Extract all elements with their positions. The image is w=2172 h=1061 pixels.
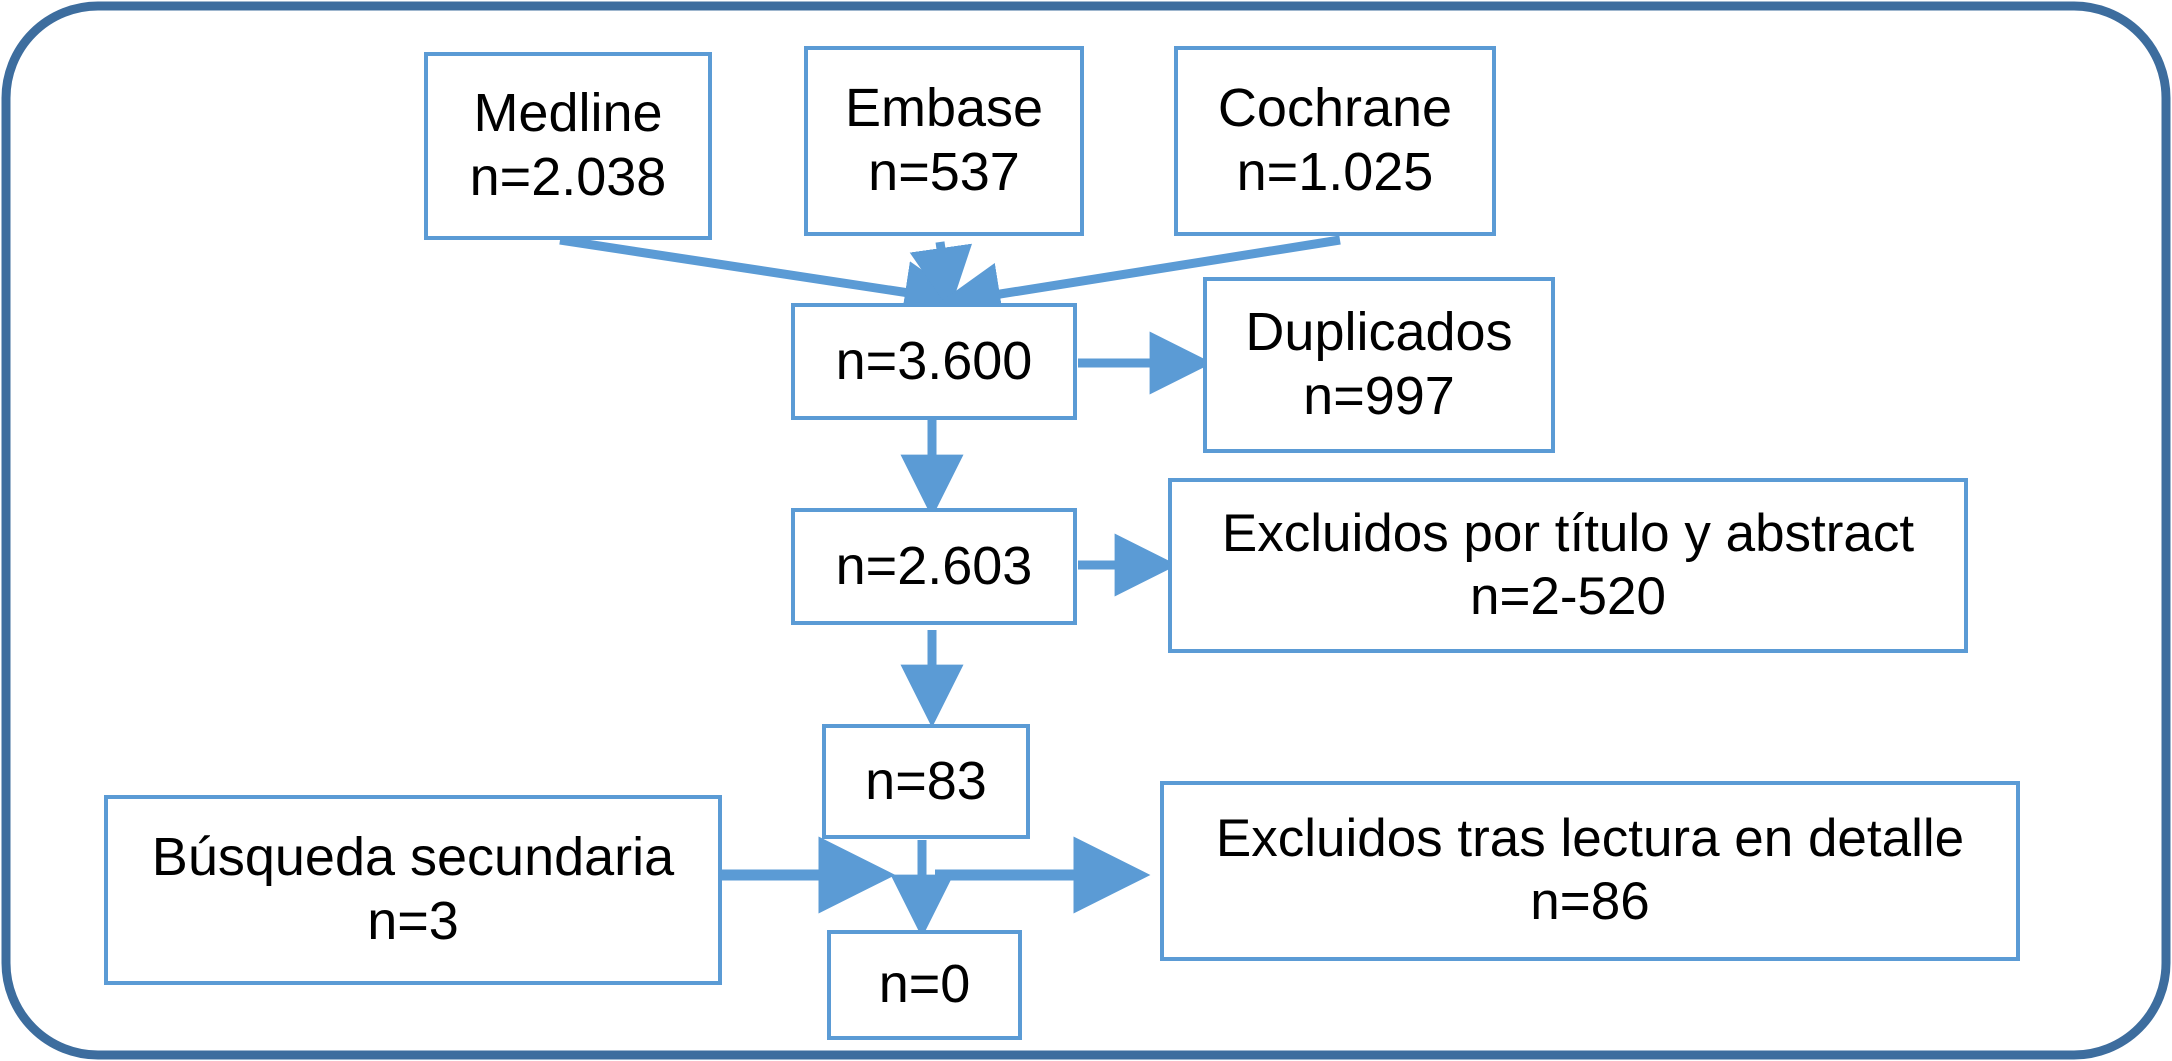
node-included-count: n=0 — [878, 954, 971, 1015]
node-embase-count: n=537 — [868, 142, 1020, 202]
edge-medline-identified — [559, 235, 968, 324]
node-excluded-fulltext-count: n=86 — [1530, 872, 1650, 931]
node-duplicates[interactable]: Duplicados n=997 — [1203, 277, 1555, 453]
node-cochrane[interactable]: Cochrane n=1.025 — [1174, 46, 1496, 236]
node-excluded-title-abstract-label: Excluidos por título y abstract — [1221, 503, 1915, 563]
node-cochrane-label: Cochrane — [1217, 78, 1453, 139]
node-cochrane-count: n=1.025 — [1236, 142, 1434, 202]
node-secondary-search-count: n=3 — [367, 891, 459, 951]
edge-cochrane-identified — [937, 235, 1341, 326]
node-records-screened[interactable]: n=2.603 — [791, 508, 1077, 625]
node-excluded-fulltext[interactable]: Excluidos tras lectura en detalle n=86 — [1160, 781, 2020, 961]
node-embase[interactable]: Embase n=537 — [804, 46, 1084, 236]
edge-embase-identified — [909, 241, 973, 311]
node-duplicates-label: Duplicados — [1245, 302, 1513, 363]
node-records-screened-count: n=2.603 — [835, 535, 1033, 596]
node-records-identified-count: n=3.600 — [835, 330, 1033, 391]
node-medline-label: Medline — [473, 83, 663, 144]
node-secondary-search-label: Búsqueda secundaria — [151, 827, 675, 888]
node-excluded-fulltext-label: Excluidos tras lectura en detalle — [1215, 809, 1965, 869]
node-excluded-title-abstract-count: n=2-520 — [1470, 566, 1666, 626]
node-medline-count: n=2.038 — [469, 147, 667, 207]
node-secondary-search[interactable]: Búsqueda secundaria n=3 — [104, 795, 722, 985]
node-included[interactable]: n=0 — [827, 930, 1022, 1040]
node-records-identified[interactable]: n=3.600 — [791, 303, 1077, 420]
node-duplicates-count: n=997 — [1303, 366, 1455, 426]
node-embase-label: Embase — [844, 78, 1044, 139]
node-excluded-title-abstract[interactable]: Excluidos por título y abstract n=2-520 — [1168, 478, 1968, 653]
node-fulltext-assessed[interactable]: n=83 — [822, 724, 1030, 839]
node-medline[interactable]: Medline n=2.038 — [424, 52, 712, 240]
node-fulltext-assessed-count: n=83 — [865, 750, 987, 811]
